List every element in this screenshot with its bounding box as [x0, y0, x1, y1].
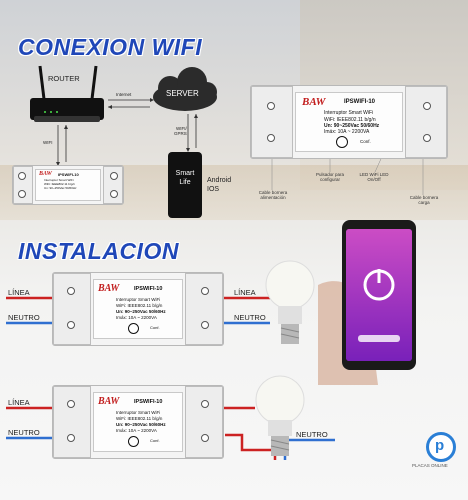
line-label-1: LÍNEA: [8, 288, 30, 297]
line-label-3: LÍNEA: [8, 398, 30, 407]
brand-logo: BAW: [98, 283, 120, 294]
screw-icon: [267, 134, 275, 142]
brand-logo: BAW: [302, 96, 326, 108]
voltage-spec: Un: 90~250Vac 50/60Hz: [116, 309, 166, 314]
relay-large: BAW IPSWIFI-10 Interruptor Smart WiFi Wi…: [250, 85, 448, 159]
install-section-title: INSTALACION: [18, 238, 179, 264]
screw-icon: [67, 321, 75, 329]
smartphone-icon: [168, 152, 202, 218]
device-name: Interruptor Smart WiFi: [324, 110, 374, 116]
screw-icon: [423, 102, 431, 110]
light-bulb-icon: [255, 375, 305, 456]
callout-led: LED WiFi LED On/Off: [359, 172, 389, 183]
device-name: Interruptor Smart WiFi: [44, 178, 74, 182]
screw-icon: [18, 190, 26, 198]
connection-diagram: [30, 65, 425, 218]
device-model: IPSWIFI-10: [344, 99, 376, 105]
certification-icon: [128, 436, 139, 447]
os-line1: Android: [207, 177, 232, 184]
brand-logo: BAW: [98, 396, 120, 407]
relay-right-terminal: [185, 273, 223, 345]
relay-small: BAW IPSWIFI-10 Interruptor Smart WiFi Wi…: [12, 165, 124, 205]
relay-left-terminal: [251, 86, 293, 158]
callout-config-button: Pulsador para configurar: [315, 172, 345, 183]
screw-icon: [110, 172, 118, 180]
phone-app-line2: Life: [179, 179, 191, 186]
wifi-gprs-label: WIFI/ GPRS: [174, 126, 187, 136]
light-bulb-icon: [265, 260, 315, 344]
voltage-spec: Un: 90~250Vac 50/60Hz: [324, 123, 380, 129]
wifi-spec: WiFi: IEEE802.11 b/g/n: [116, 416, 163, 421]
wifi-label: WIFI: [43, 140, 53, 145]
router-icon: [30, 65, 104, 122]
line-label-2: LÍNEA: [234, 288, 256, 297]
current-spec: Imáx: 10A ~ 2200VA: [116, 315, 157, 320]
screw-icon: [67, 400, 75, 408]
certification-icon: [128, 323, 139, 334]
screw-icon: [201, 321, 209, 329]
callout-power-cable: Cable bornera alimentación: [258, 190, 288, 201]
wifi-section-title: CONEXION WIFI: [18, 34, 203, 60]
neutral-label-2: NEUTRO: [234, 313, 266, 322]
phone-in-hand: [318, 220, 416, 385]
conf-label: Conf.: [150, 325, 160, 330]
wiring-diagram: [6, 260, 335, 460]
internet-label: Internet: [116, 92, 132, 97]
relay-right-terminal: [185, 386, 223, 458]
current-spec: Imáx: 10A ~ 2200VA: [324, 129, 370, 135]
screw-icon: [18, 172, 26, 180]
relay-left-terminal: [53, 273, 91, 345]
device-model: IPSWIFI-10: [134, 286, 163, 292]
relay-install-1: BAW IPSWIFI-10 Interruptor Smart WiFi Wi…: [52, 272, 224, 346]
relay-right-terminal: [405, 86, 447, 158]
relay-face: BAW IPSWIFI-10 Interruptor Smart WiFi Wi…: [35, 169, 101, 201]
screw-icon: [267, 102, 275, 110]
footer-logo-text: PLACAS ONLINE: [412, 463, 448, 468]
device-model: IPSWIFI-10: [134, 399, 163, 405]
screw-icon: [67, 434, 75, 442]
brand-logo: BAW: [39, 171, 52, 177]
screw-icon: [201, 287, 209, 295]
os-line2: IOS: [207, 186, 220, 193]
voltage-spec: Un: 90~250Vac 50/60Hz: [116, 422, 166, 427]
wifi-spec: WiFi: IEEE802.11 b/g/n: [44, 182, 75, 186]
relay-face: BAW IPSWIFI-10 Interruptor Smart WiFi Wi…: [93, 279, 183, 339]
router-label: ROUTER: [48, 74, 80, 83]
relay-left-terminal: [53, 386, 91, 458]
relay-face: BAW IPSWIFI-10 Interruptor Smart WiFi Wi…: [93, 392, 183, 452]
wifi-spec: WiFi: IEEE802.11 b/g/n: [324, 117, 376, 123]
callout-load-cable: Cable bornera carga: [409, 195, 439, 206]
phone-app-line1: Smart: [175, 170, 195, 177]
screw-icon: [201, 434, 209, 442]
voltage-spec: Un: 90~250Vac 50/60Hz: [44, 186, 77, 190]
device-name: Interruptor Smart WiFi: [116, 410, 161, 415]
conf-label: Conf.: [360, 139, 371, 144]
screw-icon: [201, 400, 209, 408]
screw-icon: [67, 287, 75, 295]
placas-online-logo: p: [426, 432, 456, 462]
device-name: Interruptor Smart WiFi: [116, 297, 161, 302]
relay-install-2: BAW IPSWIFI-10 Interruptor Smart WiFi Wi…: [52, 385, 224, 459]
screw-icon: [423, 134, 431, 142]
neutral-label-4: NEUTRO: [296, 430, 328, 439]
device-model: IPSWIFI-10: [58, 172, 79, 177]
screw-icon: [110, 190, 118, 198]
current-spec: Imáx: 10A ~ 2200VA: [116, 428, 157, 433]
neutral-label-1: NEUTRO: [8, 313, 40, 322]
conf-label: Conf.: [150, 438, 160, 443]
certification-icon: [336, 136, 348, 148]
server-label: SERVER: [166, 89, 199, 98]
wifi-spec: WiFi: IEEE802.11 b/g/n: [116, 303, 163, 308]
cloud-icon: [153, 67, 217, 111]
neutral-label-3: NEUTRO: [8, 428, 40, 437]
relay-right-terminal: [103, 166, 123, 204]
relay-face: BAW IPSWIFI-10 Interruptor Smart WiFi Wi…: [295, 92, 403, 152]
